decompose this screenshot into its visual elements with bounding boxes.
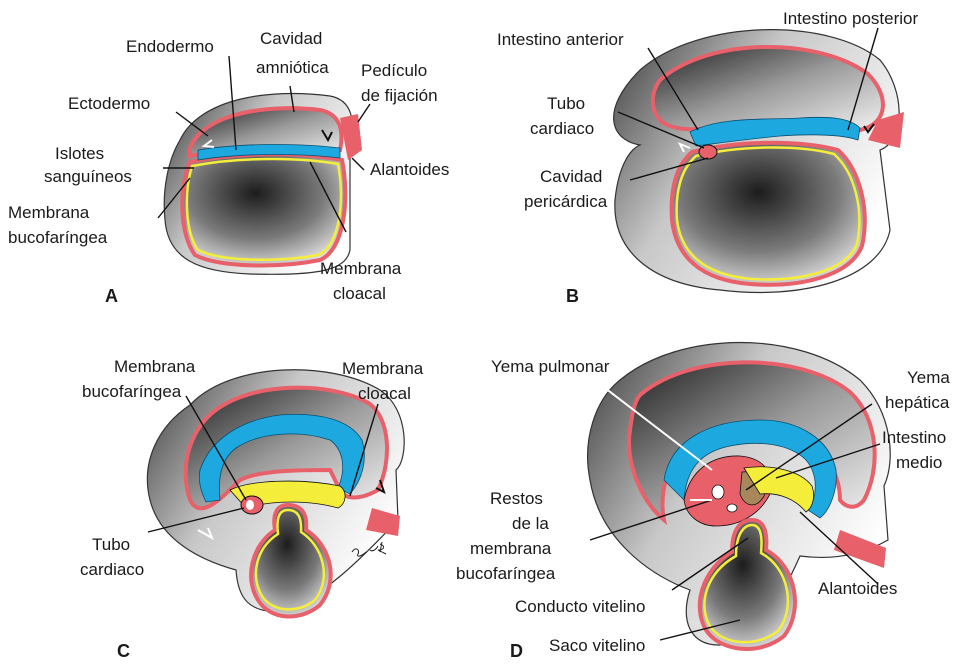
panel-a-label-cavidad-1: Cavidad bbox=[260, 29, 322, 48]
panel-c-label-membrana-cloacal-1: Membrana bbox=[342, 359, 424, 378]
panel-c-illustration bbox=[147, 370, 404, 617]
panel-c: Membrana bucofaríngea Membrana cloacal T… bbox=[80, 357, 424, 661]
panel-a-label-pediculo-2: de fijación bbox=[361, 86, 438, 105]
panel-b-illustration bbox=[614, 30, 904, 293]
panel-a-label-membrana-cloacal-2: cloacal bbox=[333, 284, 386, 303]
panel-d-label-intestino-medio-2: medio bbox=[896, 453, 942, 472]
panel-d-label-restos-1: Restos bbox=[490, 489, 543, 508]
panel-a-label-alantoides: Alantoides bbox=[370, 160, 449, 179]
panel-b: Intestino posterior Intestino anterior T… bbox=[497, 9, 918, 306]
panel-a-label-islotes-1: Islotes bbox=[55, 144, 104, 163]
panel-d-heart-lumen-1 bbox=[712, 485, 724, 499]
panel-a-label-islotes-2: sanguíneos bbox=[44, 167, 132, 186]
panel-b-label-tubo-1: Tubo bbox=[547, 94, 585, 113]
panel-a-label-membrana-cloacal-1: Membrana bbox=[320, 259, 402, 278]
panel-a-letter: A bbox=[105, 286, 118, 306]
panel-d-label-saco-vitelino: Saco vitelino bbox=[549, 636, 645, 655]
panel-a-illustration bbox=[164, 93, 362, 274]
panel-a-label-pediculo-1: Pedículo bbox=[361, 61, 427, 80]
panel-b-label-intestino-anterior: Intestino anterior bbox=[497, 30, 624, 49]
panel-d-label-yema-hepatica-1: Yema bbox=[907, 368, 950, 387]
panel-b-label-tubo-2: cardiaco bbox=[530, 119, 594, 138]
panel-c-label-membrana-buco-1: Membrana bbox=[114, 357, 196, 376]
panel-d-label-yema-hepatica-2: hepática bbox=[885, 393, 950, 412]
panel-d-heart-lumen-2 bbox=[727, 504, 737, 512]
panel-c-letter: C bbox=[117, 641, 130, 661]
panel-b-label-cavidad-peri-1: Cavidad bbox=[540, 167, 602, 186]
panel-d-label-intestino-medio-1: Intestino bbox=[882, 428, 946, 447]
panel-d-letter: D bbox=[510, 641, 523, 661]
panel-d-label-restos-2: de la bbox=[512, 514, 549, 533]
panel-c-label-membrana-buco-2: bucofaríngea bbox=[82, 382, 182, 401]
panel-a-yolk-sac bbox=[182, 154, 345, 265]
panel-c-label-tubo-2: cardiaco bbox=[80, 560, 144, 579]
panel-a-label-cavidad-2: amniótica bbox=[256, 58, 329, 77]
panel-a-label-ectodermo: Ectodermo bbox=[68, 94, 150, 113]
panel-a-label-membrana-buco-2: bucofaríngea bbox=[8, 228, 108, 247]
panel-a-label-endodermo: Endodermo bbox=[126, 37, 214, 56]
panel-b-label-cavidad-peri-2: pericárdica bbox=[524, 192, 608, 211]
panel-d-label-restos-3: membrana bbox=[470, 539, 552, 558]
panel-c-label-membrana-cloacal-2: cloacal bbox=[358, 384, 411, 403]
panel-c-heart-lumen bbox=[246, 500, 254, 510]
panel-b-letter: B bbox=[566, 286, 579, 306]
panel-c-label-tubo-1: Tubo bbox=[92, 535, 130, 554]
panel-a: Endodermo Cavidad amniótica Pedículo de … bbox=[8, 29, 449, 306]
panel-d-label-restos-4: bucofaríngea bbox=[456, 564, 556, 583]
panel-d-label-alantoides: Alantoides bbox=[818, 579, 897, 598]
panel-d: Yema pulmonar Yema hepática Intestino me… bbox=[456, 343, 950, 662]
panel-d-label-yema-pulmonar: Yema pulmonar bbox=[491, 357, 610, 376]
panel-a-label-membrana-buco-1: Membrana bbox=[8, 203, 90, 222]
panel-d-label-conducto-vitelino: Conducto vitelino bbox=[515, 597, 645, 616]
panel-b-label-intestino-posterior: Intestino posterior bbox=[783, 9, 918, 28]
